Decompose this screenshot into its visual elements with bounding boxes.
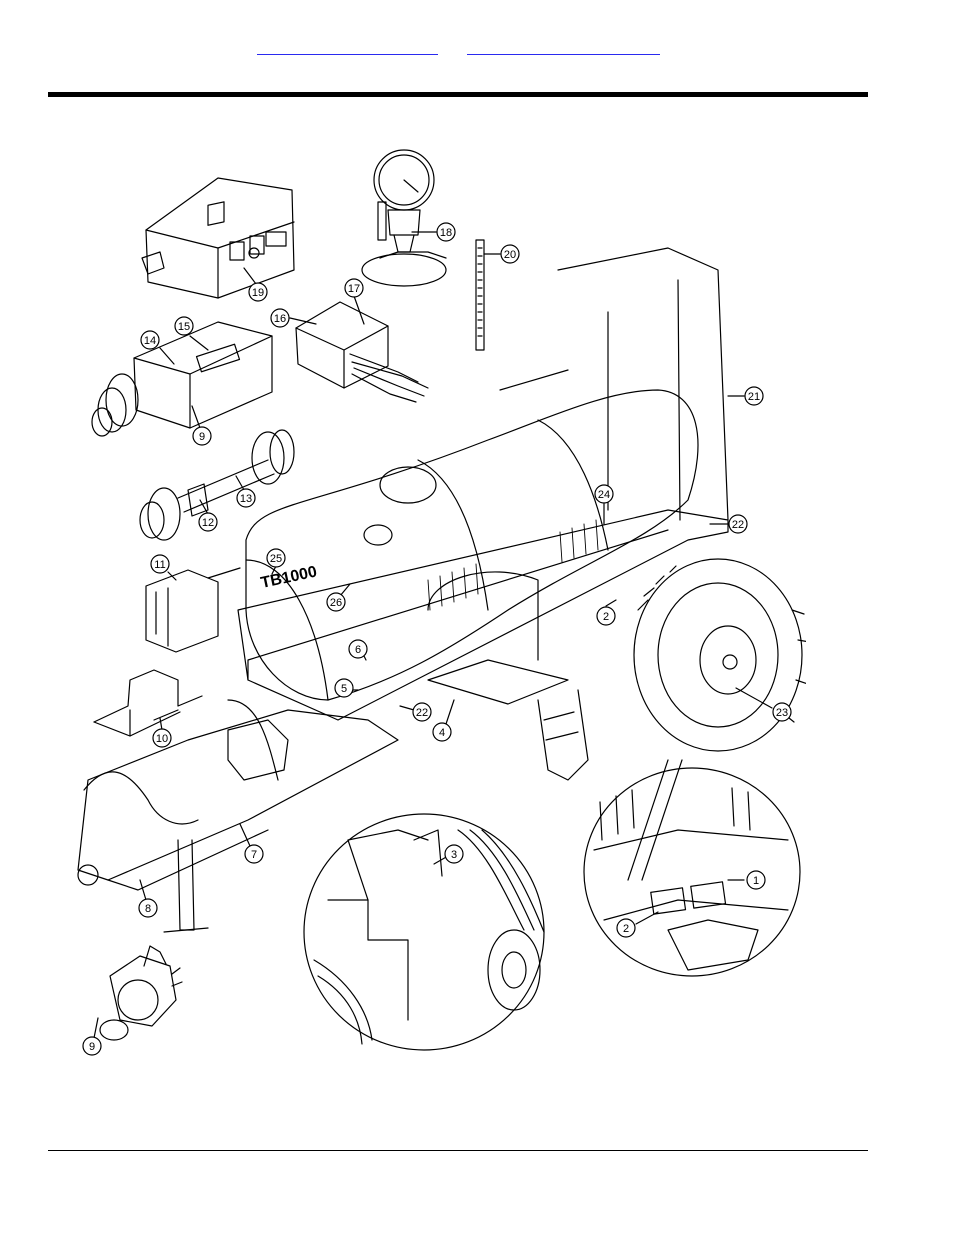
- callout-14-marker: [140, 330, 160, 350]
- callout-3-label: 3: [451, 849, 457, 861]
- callout-10-marker: [152, 728, 172, 748]
- header-divider-bar: [48, 92, 868, 97]
- measuring-strip-decal: [475, 239, 485, 351]
- callout-4-marker: [432, 722, 452, 742]
- callout-15-marker: [174, 316, 194, 336]
- nav-link-left[interactable]: [257, 42, 438, 55]
- callout-14-label: 14: [144, 335, 156, 347]
- tire-and-wheel: [633, 558, 806, 752]
- callout-11-marker: [150, 554, 170, 574]
- callout-21-label: 21: [748, 391, 760, 403]
- callout-13-marker: [236, 488, 256, 508]
- callout-26-marker: [326, 592, 346, 612]
- callout-2-detail-label: 2: [623, 923, 629, 935]
- callout-8-marker: [138, 898, 158, 918]
- callout-20-marker: [500, 244, 520, 264]
- callout-12-label: 12: [202, 517, 214, 529]
- callout-24-label: 24: [598, 489, 610, 501]
- nav-link-right[interactable]: [467, 42, 660, 55]
- spray-controller-box: [141, 177, 295, 299]
- callout-5-marker: [334, 678, 354, 698]
- callout-8-label: 8: [145, 903, 151, 915]
- callout-5-label: 5: [341, 683, 347, 695]
- callout-20-label: 20: [504, 249, 516, 261]
- callout-6-label: 6: [355, 644, 361, 656]
- callout-12-marker: [198, 512, 218, 532]
- callout-25-label: 25: [270, 553, 282, 565]
- callout-7-marker: [244, 844, 264, 864]
- callout-1-marker: [746, 870, 766, 890]
- callout-21-marker: [744, 386, 764, 406]
- driveline-guard: [91, 321, 273, 437]
- callout-22-front-label: 22: [416, 707, 428, 719]
- pto-shaft: [139, 429, 295, 541]
- valve-bracket: [145, 567, 241, 653]
- callout-19-label: 19: [252, 287, 264, 299]
- callout-23-marker: [772, 702, 792, 722]
- top-navigation-links: [0, 38, 954, 58]
- callout-11-label: 11: [154, 559, 165, 571]
- tank-sprayer-assembly: TB1000: [77, 247, 729, 933]
- callout-22-front-marker: [412, 702, 432, 722]
- callout-2-label: 2: [603, 611, 609, 623]
- callout-6-marker: [348, 639, 368, 659]
- callout-10-label: 10: [156, 733, 168, 745]
- switch-junction-box: [295, 301, 429, 403]
- callout-16-label: 16: [274, 313, 286, 325]
- callout-18-label: 18: [440, 227, 452, 239]
- detail-view-rear-wheel: [303, 813, 545, 1051]
- callout-2-detail-marker: [616, 918, 636, 938]
- callout-17-label: 17: [348, 283, 360, 295]
- callout-16-marker: [270, 308, 290, 328]
- callout-23-label: 23: [776, 707, 788, 719]
- callout-9-pump-label: 9: [89, 1041, 95, 1053]
- callout-9-pump-marker: [82, 1036, 102, 1056]
- detail-view-frame-decal: [583, 759, 801, 977]
- pressure-gauge: [361, 149, 447, 287]
- callout-3-marker: [444, 844, 464, 864]
- callout-17-marker: [344, 278, 364, 298]
- callout-9-guard-marker: [192, 426, 212, 446]
- callout-24-marker: [594, 484, 614, 504]
- callout-15-label: 15: [178, 321, 190, 333]
- callout-7-label: 7: [251, 849, 257, 861]
- callout-4-label: 4: [439, 727, 445, 739]
- callout-markers: 1 2 2 3 4 5 6 7 8 9: [82, 222, 792, 1056]
- callout-19-marker: [248, 282, 268, 302]
- callout-1-label: 1: [753, 875, 759, 887]
- tank-model-label: TB1000: [259, 563, 318, 591]
- callout-22-rear-label: 22: [732, 519, 744, 531]
- mounting-cradle: [93, 669, 203, 737]
- callout-22-rear-marker: [728, 514, 748, 534]
- callout-9-guard-label: 9: [199, 431, 205, 443]
- callout-2-marker: [596, 606, 616, 626]
- roller-pump: [99, 945, 183, 1041]
- callout-26-label: 26: [330, 597, 342, 609]
- sprayer-decal-diagram: TB1000: [68, 140, 806, 1075]
- callout-18-marker: [436, 222, 456, 242]
- callout-13-label: 13: [240, 493, 252, 505]
- footer-divider-line: [48, 1150, 868, 1151]
- callout-25-marker: [266, 548, 286, 568]
